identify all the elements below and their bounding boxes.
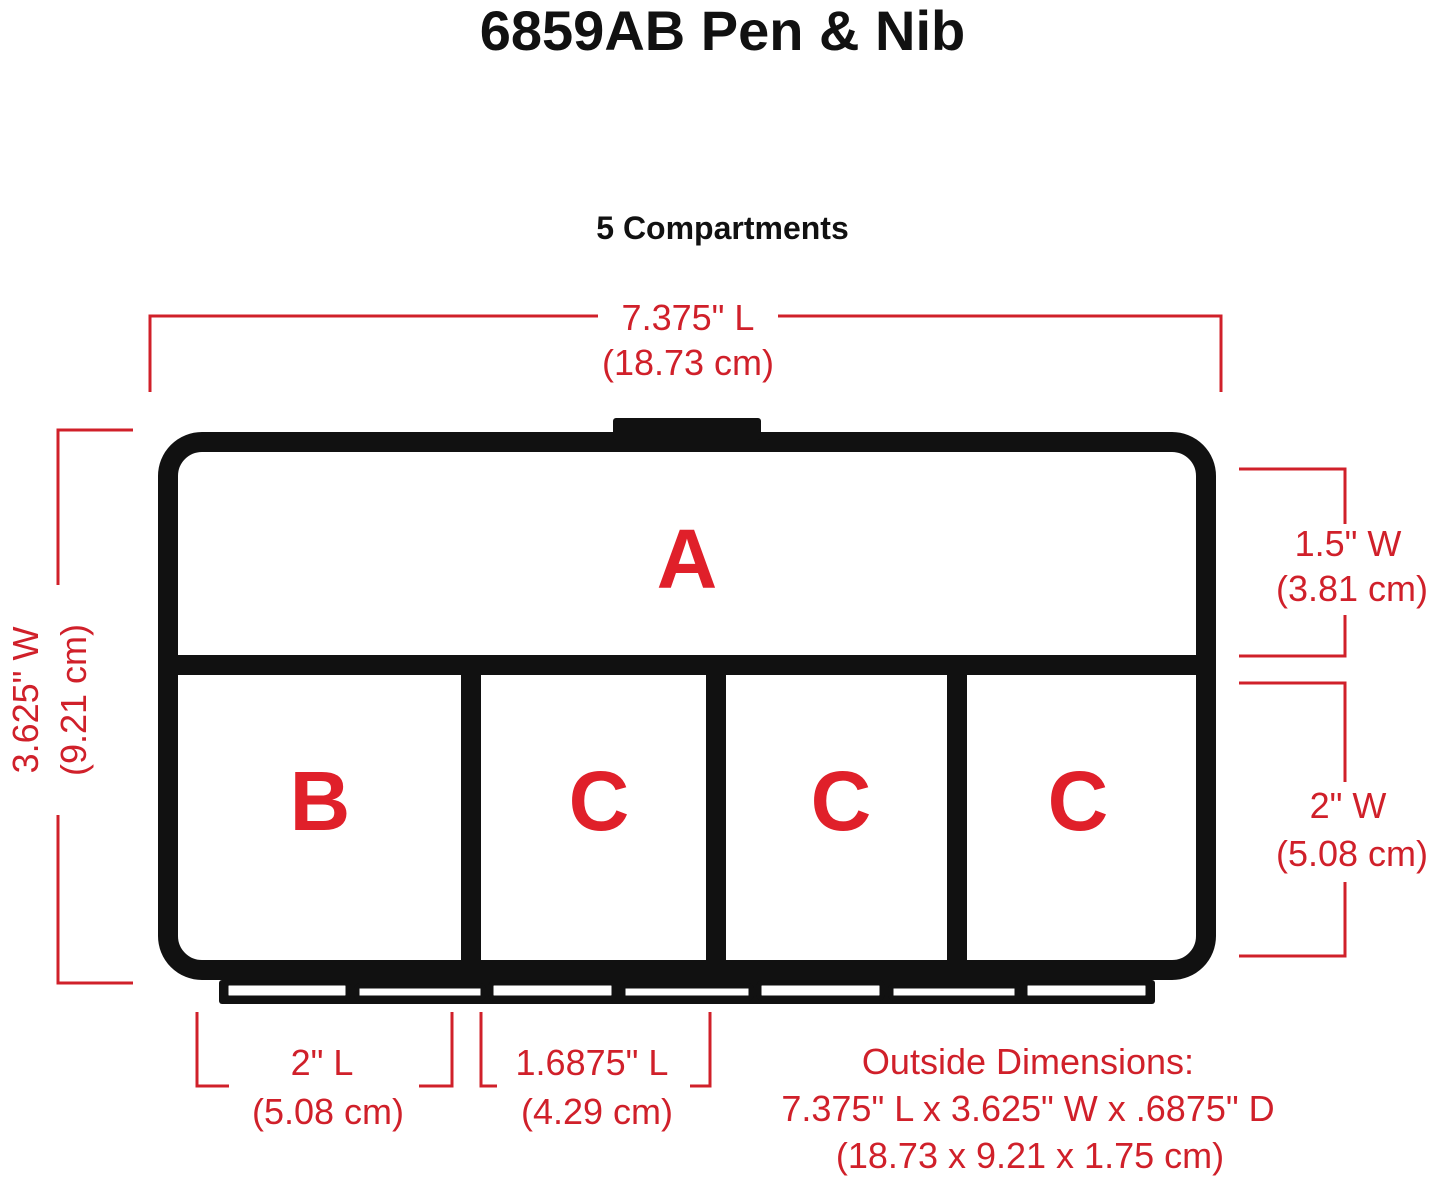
a-width-bracket-top (1239, 467, 1347, 524)
overall-length-in: 7.375" L (622, 297, 755, 338)
length-bracket-left (148, 314, 598, 392)
width-bracket-bottom (56, 815, 133, 985)
box-body (158, 432, 1216, 980)
compartment-c3-label: C (1048, 754, 1109, 848)
box-outline (158, 432, 1216, 980)
length-bracket-right (778, 314, 1223, 392)
b-length-in: 2" L (291, 1042, 354, 1083)
compartment-a-label: A (657, 512, 718, 606)
b-length-cm: (5.08 cm) (252, 1091, 404, 1132)
b-length-bracket-right (419, 1012, 454, 1088)
c-length-bracket-right (690, 1012, 712, 1088)
a-width-bracket-bottom (1239, 615, 1347, 658)
bc-width-bracket-top (1239, 681, 1347, 782)
overall-width-in: 3.625" W (5, 627, 46, 774)
diagram-subtitle: 5 Compartments (596, 210, 849, 246)
latch-tab (613, 418, 761, 440)
compartment-c1-label: C (569, 754, 630, 848)
c-length-cm: (4.29 cm) (521, 1091, 673, 1132)
a-width-cm: (3.81 cm) (1276, 568, 1428, 609)
b-length-bracket (195, 1012, 229, 1088)
diagram-title: 6859AB Pen & Nib (479, 0, 966, 62)
c-length-bracket (479, 1012, 497, 1088)
dimension-lines (56, 314, 1347, 1088)
c-length-in: 1.6875" L (516, 1042, 669, 1083)
bc-width-in: 2" W (1310, 785, 1387, 826)
outside-dimensions-metric: (18.73 x 9.21 x 1.75 cm) (836, 1135, 1224, 1176)
bc-width-bracket-bottom (1239, 882, 1347, 958)
width-bracket-top (56, 428, 133, 585)
a-width-in: 1.5" W (1295, 523, 1402, 564)
overall-length-cm: (18.73 cm) (602, 342, 774, 383)
bc-width-cm: (5.08 cm) (1276, 833, 1428, 874)
compartment-c2-label: C (811, 754, 872, 848)
hinge-strip (219, 980, 1155, 1004)
overall-width-cm: (9.21 cm) (53, 624, 94, 776)
outside-dimensions-imperial: 7.375" L x 3.625" W x .6875" D (781, 1088, 1274, 1129)
compartment-b-label: B (290, 754, 351, 848)
outside-dimensions-heading: Outside Dimensions: (862, 1041, 1194, 1082)
